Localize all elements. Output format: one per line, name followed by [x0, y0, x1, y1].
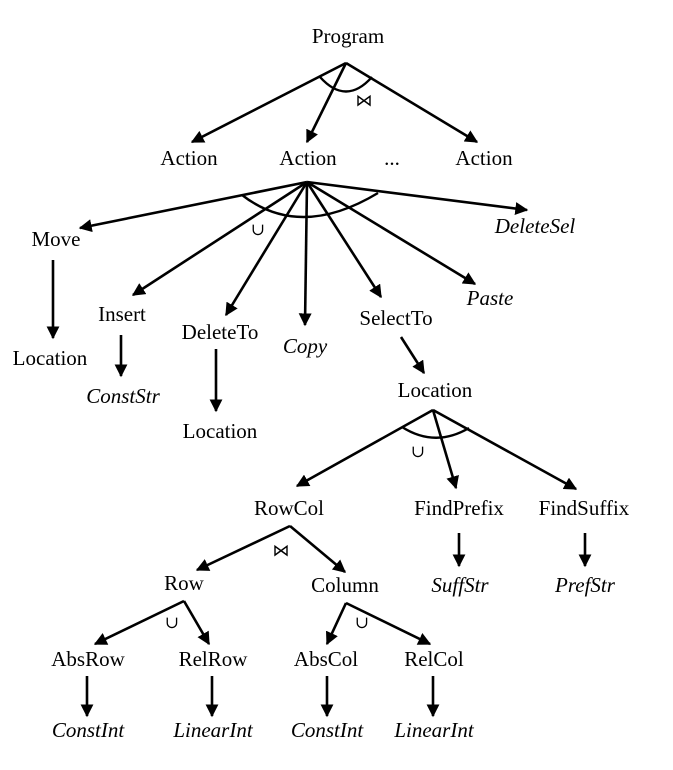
operator-column-union: ∪ [355, 613, 369, 632]
operator-rowcol-join: ⋈ [273, 541, 290, 560]
edge-column-abscol [325, 602, 348, 646]
node-rel-row: RelRow [179, 647, 249, 671]
node-rel-col: RelCol [404, 647, 464, 671]
node-find-suffix: FindSuffix [539, 496, 630, 520]
node-insert: Insert [98, 302, 146, 326]
node-select-to: SelectTo [359, 306, 432, 330]
arc-location [401, 425, 470, 439]
node-column: Column [311, 573, 379, 597]
node-copy: Copy [283, 334, 328, 358]
arc-program [319, 76, 373, 93]
node-move: Move [32, 227, 81, 251]
operator-action-union: ∪ [251, 220, 265, 239]
node-delete-sel: DeleteSel [494, 214, 576, 238]
edge-rowcol-column [289, 525, 346, 573]
node-pref-str: PrefStr [554, 573, 616, 597]
edge-action-selectto [305, 181, 383, 299]
node-const-str: ConstStr [86, 384, 160, 408]
node-linear-int-col: LinearInt [393, 718, 475, 742]
node-row-col: RowCol [254, 496, 324, 520]
node-program: Program [312, 24, 384, 48]
edge-action-deleteto [224, 181, 309, 317]
operators: ⋈ ∪ ∪ ⋈ ∪ ∪ [165, 91, 425, 632]
edge-rowcol-row [195, 524, 291, 572]
edge-row-relrow [182, 600, 211, 646]
edge-action-paste [306, 180, 477, 286]
arc-action [241, 191, 379, 219]
node-abs-col: AbsCol [294, 647, 358, 671]
edge-selectto-location [399, 336, 426, 375]
edge-row-absrow [93, 599, 185, 646]
node-paste: Paste [466, 286, 514, 310]
edge-location-rowcol [295, 408, 434, 488]
edge-action-move [78, 180, 308, 233]
node-location-delete: Location [183, 419, 258, 443]
edge-location-findprefix [431, 409, 459, 490]
node-row: Row [164, 571, 205, 595]
edge-column-relcol [345, 601, 432, 646]
node-const-int-col: ConstInt [291, 718, 365, 742]
edge-program-action-3 [345, 61, 479, 144]
node-action-3: Action [455, 146, 513, 170]
nodes: Program Action Action ... Action Move Lo… [13, 24, 630, 742]
edge-action-copy [298, 181, 312, 327]
operator-arcs [241, 76, 470, 439]
edge-program-action-1 [190, 61, 347, 144]
node-action-2: Action [279, 146, 337, 170]
node-const-int-row: ConstInt [52, 718, 126, 742]
operator-program-join: ⋈ [356, 91, 373, 110]
node-delete-to: DeleteTo [182, 320, 259, 344]
operator-row-union: ∪ [165, 613, 179, 632]
operator-location-union: ∪ [411, 442, 425, 461]
node-location-move: Location [13, 346, 88, 370]
edge-action-deletesel [306, 180, 529, 215]
node-action-1: Action [160, 146, 218, 170]
edge-location-findsuffix [432, 408, 578, 491]
edge-action-insert [131, 180, 308, 297]
node-linear-int-row: LinearInt [172, 718, 254, 742]
node-location-select: Location [398, 378, 473, 402]
node-suff-str: SuffStr [431, 573, 489, 597]
node-abs-row: AbsRow [51, 647, 125, 671]
edge-program-action-2 [305, 62, 348, 144]
node-find-prefix: FindPrefix [414, 496, 504, 520]
edges [46, 61, 592, 718]
node-ellipsis: ... [384, 146, 400, 170]
